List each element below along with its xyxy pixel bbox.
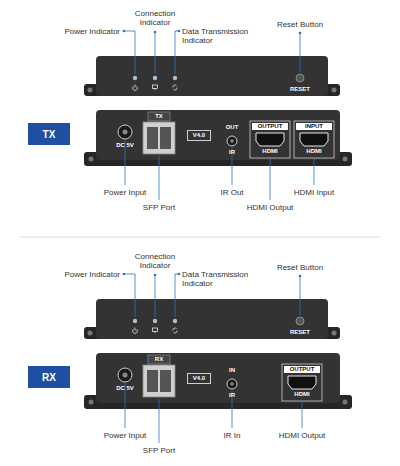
- callout-label: IR In: [207, 431, 257, 440]
- panel-text: IN: [222, 367, 242, 374]
- callout-label: Data Transmission Indicator: [182, 270, 252, 288]
- divider: [20, 237, 380, 238]
- callout-label: HDMI Output: [230, 203, 310, 212]
- panel-text: OUT: [222, 124, 242, 131]
- hdmi-output-port: [250, 121, 290, 158]
- callout-label: Power Indicator: [60, 270, 120, 279]
- panel-text: IR: [222, 149, 242, 156]
- callout-label: SFP Port: [119, 203, 199, 212]
- badge-text: RX: [42, 372, 56, 383]
- callout-label: Power Input: [85, 431, 165, 440]
- panel-text: INPUT: [296, 123, 332, 130]
- callout-label: Data Transmission Indicator: [182, 27, 252, 45]
- callout-label: Reset Button: [265, 20, 335, 29]
- panel-text: IR: [222, 392, 242, 399]
- panel-text: DC 5V: [111, 385, 139, 392]
- callout-label: Reset Button: [265, 263, 335, 272]
- leader-line: [302, 402, 303, 428]
- panel-text: HDMI: [252, 148, 288, 155]
- callout-label: HDMI Output: [262, 431, 342, 440]
- panel-text: TX: [149, 113, 169, 120]
- unit-badge: TX: [28, 123, 70, 145]
- panel-text: OUTPUT: [284, 366, 320, 373]
- panel-text: V4.0: [187, 373, 211, 384]
- leader-line: [270, 159, 271, 200]
- badge-text: TX: [43, 129, 56, 140]
- callout-label: IR Out: [207, 188, 257, 197]
- panel-text: V4.0: [187, 130, 211, 141]
- callout-label: Power Input: [85, 188, 165, 197]
- panel-text: RX: [149, 356, 169, 363]
- panel-text: HDMI: [284, 391, 320, 398]
- callout-label: HDMI Input: [274, 188, 354, 197]
- panel-text: RESET: [285, 329, 315, 336]
- callout-label: Connection Indicator: [125, 252, 185, 270]
- unit-badge: RX: [28, 366, 70, 388]
- callout-label: SFP Port: [119, 446, 199, 455]
- callout-label: Power Indicator: [60, 27, 120, 36]
- panel-text: RESET: [285, 86, 315, 93]
- hdmi-input-port: [294, 121, 334, 158]
- rx-back-panel: [84, 353, 352, 443]
- panel-text: OUTPUT: [252, 123, 288, 130]
- panel-text: DC 5V: [111, 142, 139, 149]
- panel-text: HDMI: [296, 148, 332, 155]
- tx-back-panel: [84, 110, 352, 200]
- callout-label: Connection Indicator: [125, 9, 185, 27]
- hdmi-output-port: [282, 364, 322, 401]
- leader-line: [314, 159, 315, 185]
